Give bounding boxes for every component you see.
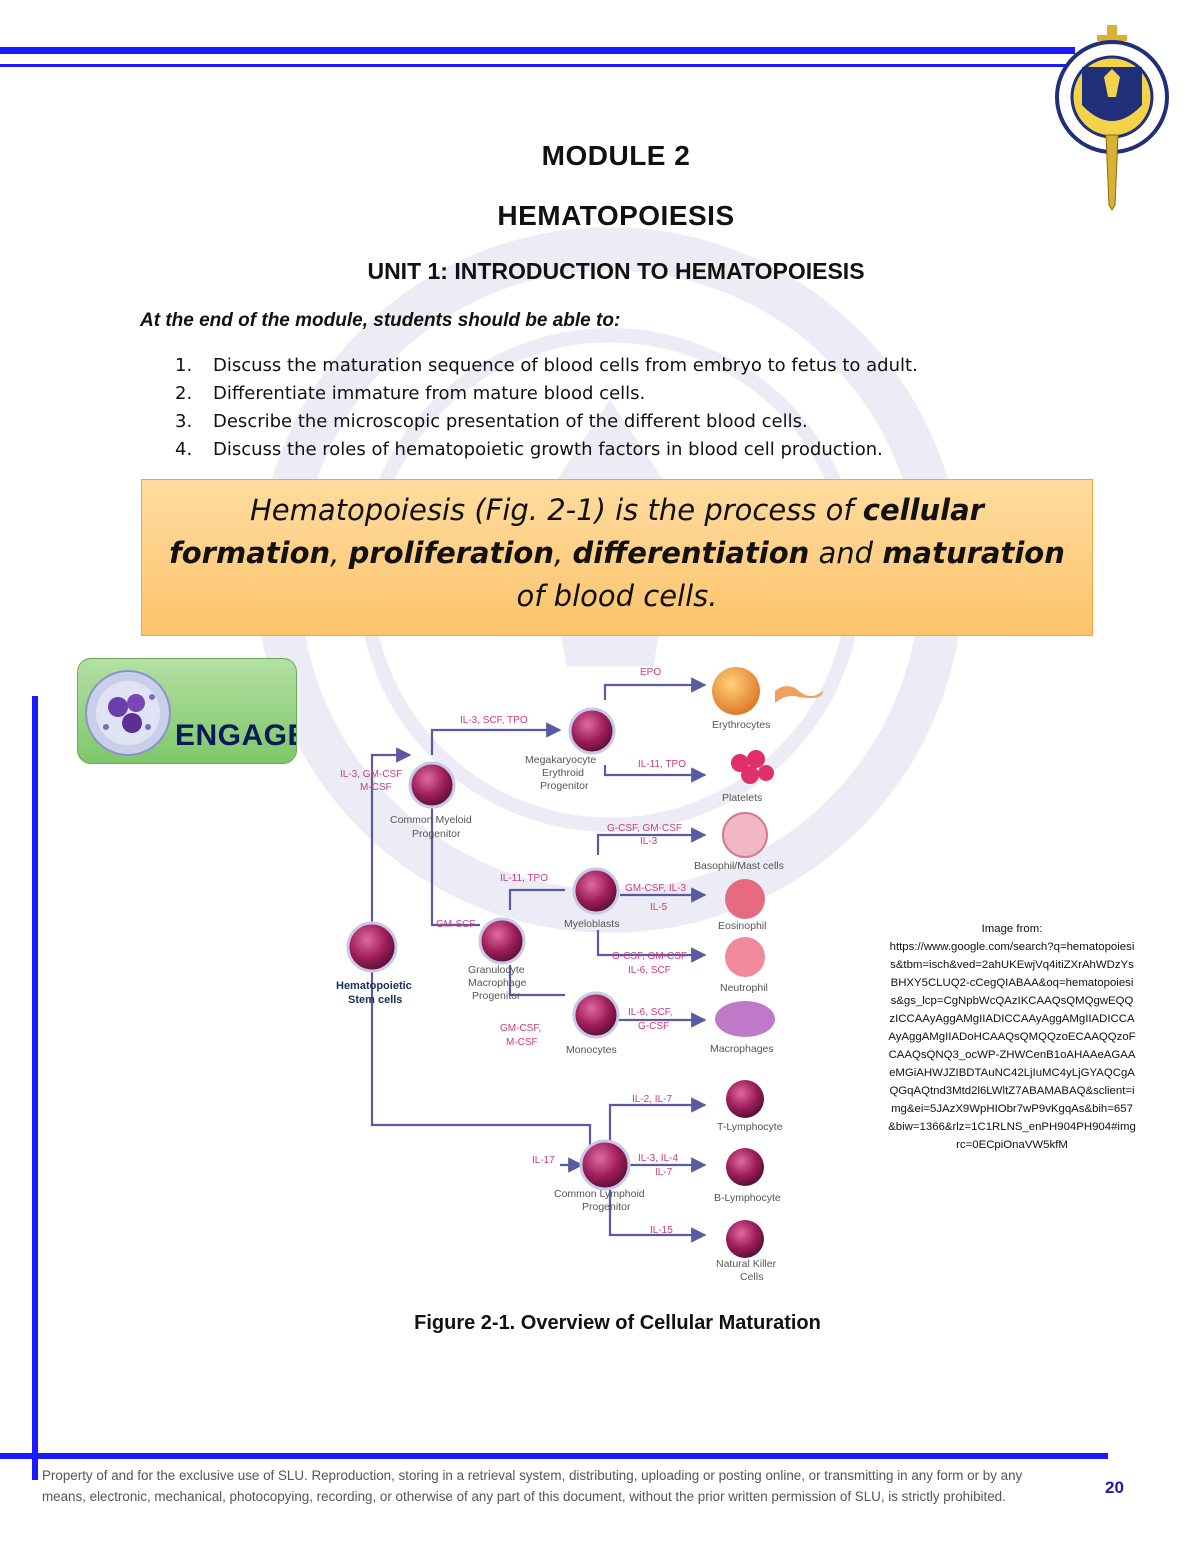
footer-rule [0,1453,1108,1459]
cell-label: Stem cells [348,994,402,1006]
image-source-label: Image from: [981,923,1043,935]
factor-label: IL-7 [655,1167,673,1178]
engage-label: ENGAGE [175,719,297,752]
factor-label: IL-11, TPO [500,873,548,884]
cell-label: Monocytes [566,1044,617,1056]
stem-cell [346,921,398,973]
factor-label: IL-3 [640,836,658,847]
monocyte-cell [572,991,620,1039]
eosinophil-cell [725,879,765,919]
b-lymphocyte-cell [726,1148,764,1186]
cell-label: Eosinophil [718,920,766,932]
module-heading: MODULE 2 [541,140,691,171]
cell-label: Granulocyte [468,964,525,976]
cell-label: Hematopoietic [336,980,412,992]
cell-label: Macrophages [710,1043,774,1055]
cell-label: Erythroid [542,767,584,779]
platelet-cluster [731,750,774,784]
t-lymphocyte-cell [726,1080,764,1118]
factor-label: IL-11, TPO [638,759,686,770]
factor-label: G-CSF [638,1021,669,1032]
factor-label: IL-3, SCF, TPO [460,715,528,726]
factor-label: IL-5 [650,902,668,913]
cell-label: Progenitor [540,780,589,792]
factor-label: M-CSF [360,782,392,793]
factor-label: M-CSF [506,1037,538,1048]
factor-label: IL-3, GM-CSF [340,769,402,780]
cell-label: Myeloblasts [564,918,619,930]
cell-label: Progenitor [582,1201,631,1213]
cell-label: Megakaryocyte [525,754,596,766]
gm-progenitor-cell [478,917,526,965]
list-item: 1.Discuss the maturation sequence of blo… [175,355,918,376]
image-source-url: https://www.google.com/search?q=hematopo… [888,941,1136,1151]
lymphoid-progenitor-cell [579,1139,631,1191]
hematopoiesis-diagram: IL-3, GM-CSF M-CSF IL-3, SCF, TPO EPO IL… [336,667,823,1283]
image-source-note: Image from: https://www.google.com/searc… [888,920,1136,1154]
header-rule-thin [0,64,1075,67]
factor-label: IL-3, IL-4 [638,1153,678,1164]
page-title: HEMATOPOIESIS [497,200,735,231]
factor-label: EPO [640,667,661,678]
nk-cell [726,1220,764,1258]
engage-badge: ENGAGE [77,658,297,764]
cell-label: Basophil/Mast cells [694,860,784,872]
cell-label: Cells [740,1271,763,1283]
factor-label: IL-2, IL-7 [632,1094,672,1105]
cell-label: Progenitor [472,990,521,1002]
header-rule-thick [0,47,1075,54]
connector-lines [370,677,707,1243]
cell-label: Neutrophil [720,982,768,994]
cell-label: Platelets [722,792,762,804]
factor-label: GM-CSF, [500,1023,541,1034]
factor-label: IL-6, SCF, [628,1007,672,1018]
cell-label: Natural Killer [716,1258,777,1270]
factor-label: IL-6, SCF [628,965,671,976]
objectives-list: 1.Discuss the maturation sequence of blo… [175,352,918,464]
left-margin-bar [32,696,38,1480]
definition-box: Hematopoiesis (Fig. 2-1) is the process … [141,479,1093,636]
factor-label: G-CSF, GM-CSF [612,951,687,962]
myeloid-progenitor-cell [408,761,456,809]
factor-label: G-CSF, GM-CSF [607,823,682,834]
factor-label: IL-17 [532,1155,555,1166]
unit-heading: UNIT 1: INTRODUCTION TO HEMATOPOIESIS [367,258,865,284]
meg-erythroid-progenitor-cell [568,707,616,755]
copyright-notice: Property of and for the exclusive use of… [42,1468,1023,1504]
erythrocyte-side-view [775,686,823,703]
list-item: 3.Describe the microscopic presentation … [175,411,808,432]
neutrophil-cell [725,937,765,977]
factor-label: GM-CSF, IL-3 [625,883,687,894]
cell-label: Erythrocytes [712,719,770,731]
cell-label: Common Myeloid [390,814,472,826]
cell-label: T-Lymphocyte [717,1121,783,1133]
page-number: 20 [1105,1478,1124,1497]
myeloblast-cell [572,867,620,915]
slu-seal-logo [1055,25,1169,210]
blood-cell-icon [85,670,171,756]
cell-label: Common Lymphoid [554,1188,645,1200]
cell-label: B-Lymphocyte [714,1192,781,1204]
factor-label: GM-SCF [436,919,475,930]
list-item: 2.Differentiate immature from mature blo… [175,383,646,404]
list-item: 4.Discuss the roles of hematopoietic gro… [175,439,883,460]
macrophage-cell [715,1001,775,1037]
cell-label: Progenitor [412,828,461,840]
basophil-cell [722,812,768,858]
cell-label: Macrophage [468,977,527,989]
objectives-intro: At the end of the module, students shoul… [140,310,621,331]
figure-caption: Figure 2-1. Overview of Cellular Maturat… [414,1312,821,1334]
factor-label: IL-15 [650,1225,673,1236]
erythrocyte-cell [712,667,760,715]
